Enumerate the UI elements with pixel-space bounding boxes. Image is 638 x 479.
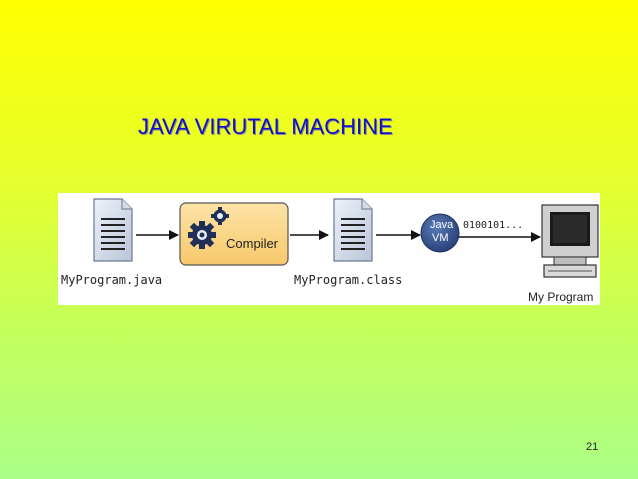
- compiler-label: Compiler: [226, 236, 279, 251]
- source-file-icon: [93, 198, 133, 262]
- source-file-label: MyProgram.java: [61, 273, 163, 287]
- jvm-circle: [420, 213, 460, 253]
- compiler-box: [179, 202, 289, 266]
- computer-icon: [541, 204, 599, 278]
- program-label: My Program: [528, 290, 594, 304]
- slide-title: JAVA VIRUTAL MACHINE: [138, 114, 393, 139]
- page-number: 21: [586, 441, 599, 453]
- class-file-label: MyProgram.class: [294, 273, 403, 287]
- jvm-flow-diagram: MyProgram.java Compiler MyProgram.class …: [58, 193, 600, 305]
- binary-output-label: 0100101...: [463, 220, 524, 231]
- class-file-icon: [333, 198, 373, 262]
- jvm-label-line2: VM: [432, 232, 449, 244]
- jvm-label-line1: Java: [430, 219, 454, 231]
- diagram-graphics: [93, 198, 599, 278]
